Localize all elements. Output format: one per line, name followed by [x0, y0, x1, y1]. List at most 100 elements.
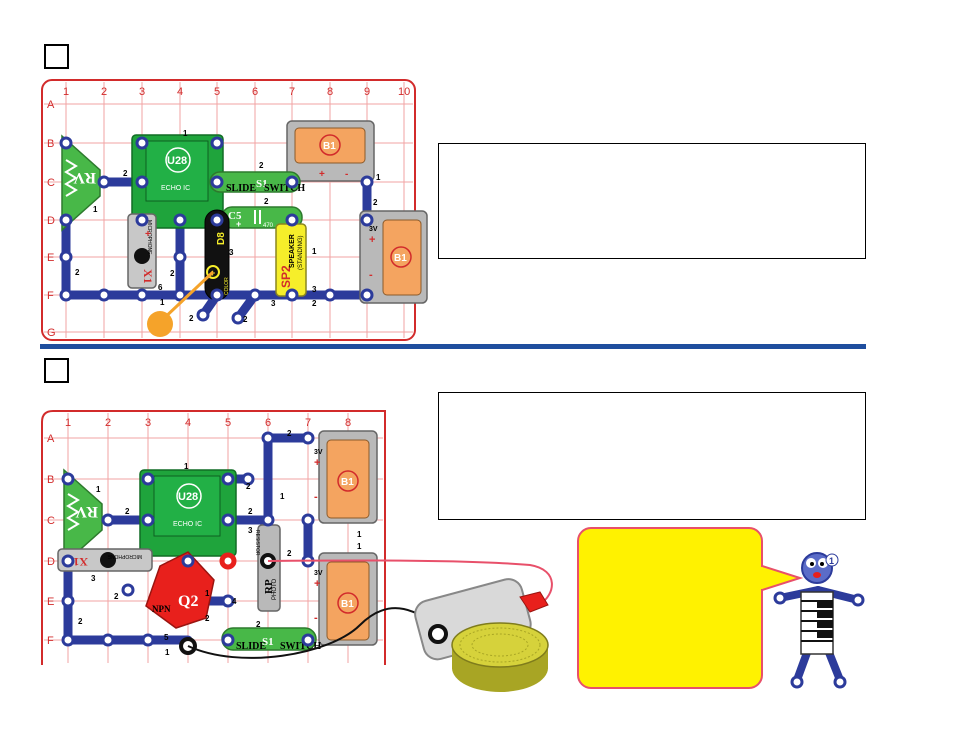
x1-mic-label: MICROPHONE [146, 220, 152, 255]
q2-npn-label: NPN [152, 604, 171, 614]
s1-switch-label: SWITCH [264, 183, 305, 194]
rp-photo-label: PHOTO [272, 578, 278, 600]
snap-num-2d: 2 [248, 507, 253, 516]
rv-label: RV [75, 503, 98, 520]
orange-callout-dot [147, 311, 173, 337]
snap-num-1a: 1 [93, 205, 98, 214]
grid-row-b: B [47, 474, 54, 486]
snap-num-3b: 3 [91, 574, 96, 583]
snap-num-2g: 2 [189, 314, 194, 323]
b1-top-plus: + [319, 169, 325, 180]
grid-row-d: D [47, 556, 55, 568]
section-divider [40, 344, 866, 349]
c5-plus: + [236, 219, 241, 229]
d8-color-label: COLOR [224, 277, 230, 295]
echo-ic-label: ECHO IC [173, 521, 202, 528]
snap-num-2b: 2 [75, 268, 80, 277]
b1-lower-voltage: 3V [314, 570, 323, 577]
b1-upper-plus: + [314, 457, 320, 469]
u28-label: U28 [167, 155, 187, 167]
q2-label: Q2 [178, 593, 198, 610]
b1-upper-voltage: 3V [314, 449, 323, 456]
grid-col-5: 5 [225, 417, 231, 429]
b1-top-minus: - [345, 169, 348, 180]
step-checkbox-bottom[interactable] [44, 358, 69, 383]
grid-row-d: D [47, 215, 55, 227]
b1-lower-minus: - [314, 612, 318, 624]
grid-row-e: E [47, 596, 54, 608]
s1-switch-label: SWITCH [280, 641, 321, 652]
snap-num-1c: 1 [280, 492, 285, 501]
b1-right-minus: - [369, 269, 373, 281]
snap-num-3c: 3 [271, 299, 276, 308]
grid-col-3: 3 [145, 417, 151, 429]
snap-num-1c: 1 [376, 173, 381, 182]
grid-col-9: 9 [364, 86, 370, 98]
mascot-badge: 1 [829, 556, 834, 566]
grid-row-e: E [47, 252, 54, 264]
grid-col-5: 5 [214, 86, 220, 98]
b1-right-plus: + [369, 234, 375, 246]
grid-row-a: A [47, 433, 55, 445]
snap-num-2b: 2 [78, 617, 83, 626]
snap-num-6: 6 [158, 283, 163, 292]
grid-row-c: C [47, 515, 55, 527]
snap-num-3a: 3 [229, 248, 234, 257]
speaker-puck [414, 578, 549, 692]
grid-row-b: B [47, 138, 54, 150]
snap-num-2f: 2 [312, 299, 317, 308]
b1-right-label: B1 [394, 253, 407, 264]
x1-label: X1 [141, 269, 155, 284]
b1-right-voltage: 3V [369, 226, 378, 233]
step-checkbox-top[interactable] [44, 44, 69, 69]
snap-num-2e: 2 [287, 429, 292, 438]
snap-num-2i: 2 [264, 197, 269, 206]
c5-value: 470 [263, 223, 274, 229]
d8-label: D8 [216, 232, 227, 245]
grid-col-7: 7 [305, 417, 311, 429]
snap-num-2a: 2 [125, 507, 130, 516]
grid-col-6: 6 [265, 417, 271, 429]
grid-col-4: 4 [185, 417, 191, 429]
snap-num-2d: 2 [259, 161, 264, 170]
snap-num-1b: 1 [183, 129, 188, 138]
snap-num-2f: 2 [287, 549, 292, 558]
grid-row-f: F [47, 290, 54, 302]
snap-num-2e: 2 [373, 198, 378, 207]
snap-num-2c: 2 [246, 482, 251, 491]
snap-num-1d: 1 [312, 247, 317, 256]
snap-num-2c: 2 [170, 269, 175, 278]
b1-lower-plus: + [314, 578, 320, 590]
snap-num-2a: 2 [123, 169, 128, 178]
rv-label: RV [73, 169, 96, 186]
instruction-box-top [438, 143, 866, 259]
echo-ic-label: ECHO IC [161, 185, 190, 192]
u28-label: U28 [178, 491, 198, 503]
instruction-box-bottom [438, 392, 866, 520]
grid-col-1: 1 [65, 417, 71, 429]
s1-slide-label: SLIDE [226, 183, 256, 194]
s1-slide-label: SLIDE [236, 641, 266, 652]
grid-col-6: 6 [252, 86, 258, 98]
snap-num-5: 5 [164, 633, 169, 642]
snap-num-1a: 1 [96, 485, 101, 494]
grid-col-3: 3 [139, 86, 145, 98]
grid-row-f: F [47, 635, 54, 647]
sp2-standing-label: (STANDING) [298, 235, 304, 270]
b1-top-label: B1 [323, 141, 336, 152]
b1-upper-minus: - [314, 491, 318, 503]
grid-row-g: G [47, 327, 56, 339]
c5-label: C5 [228, 210, 242, 222]
grid-col-1: 1 [63, 86, 69, 98]
snap-num-1b: 1 [184, 462, 189, 471]
snap-num-1e: 1 [165, 648, 170, 657]
b1-upper-label: B1 [341, 477, 354, 488]
grid-col-4: 4 [177, 86, 183, 98]
grid-col-10: 10 [398, 86, 410, 98]
s1-label: S1 [256, 178, 268, 190]
snap-num-3a: 3 [248, 526, 253, 535]
